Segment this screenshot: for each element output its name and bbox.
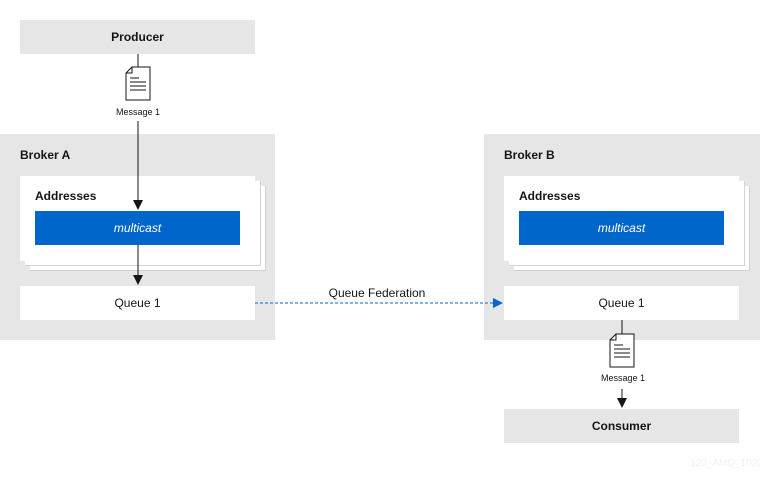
consumer-label: Consumer xyxy=(591,419,652,433)
consumer-box: Consumer xyxy=(504,409,739,443)
figure-id-watermark: 120_AMQ_1020 xyxy=(690,458,760,469)
message-a-label: Message 1 xyxy=(115,107,161,117)
message-b-label: Message 1 xyxy=(600,373,646,383)
broker-a-title: Broker A xyxy=(20,148,71,162)
broker-b-multicast: multicast xyxy=(519,211,724,245)
broker-a-queue: Queue 1 xyxy=(20,286,255,320)
producer-box: Producer xyxy=(20,20,255,54)
broker-b-title: Broker B xyxy=(504,148,555,162)
broker-a-multicast-label: multicast xyxy=(113,221,162,235)
broker-a-multicast: multicast xyxy=(35,211,240,245)
broker-b-addresses-title: Addresses xyxy=(519,189,581,203)
message-b-document-icon xyxy=(609,333,635,368)
broker-b-queue: Queue 1 xyxy=(504,286,739,320)
queue-federation-label: Queue Federation xyxy=(328,286,426,300)
broker-a-addresses-title: Addresses xyxy=(35,189,97,203)
broker-b-multicast-label: multicast xyxy=(597,221,646,235)
producer-label: Producer xyxy=(111,30,164,44)
broker-b-queue-label: Queue 1 xyxy=(598,296,645,310)
message-a-document-icon xyxy=(125,66,151,101)
broker-a-queue-label: Queue 1 xyxy=(114,296,161,310)
